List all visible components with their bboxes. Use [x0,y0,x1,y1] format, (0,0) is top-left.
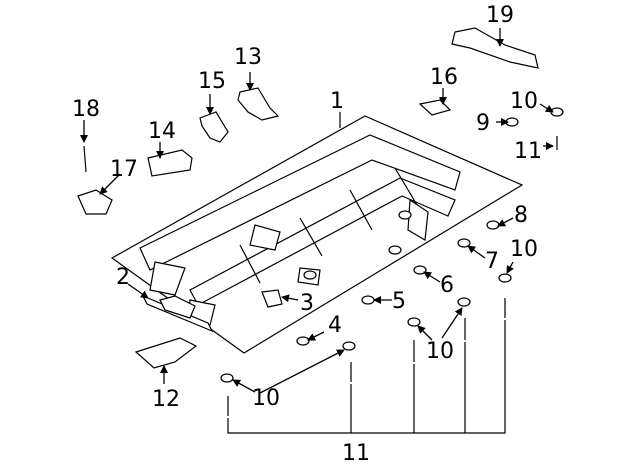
callout-12: 12 [152,387,180,412]
callout-13: 13 [234,45,262,70]
upper-crossmember-part [451,27,539,69]
pad-part [418,99,452,116]
frame-rails [139,134,461,326]
callout-10-b: 10 [510,237,538,262]
callout-15: 15 [198,69,226,94]
callout-14: 14 [148,119,176,144]
callout-11-bracket [227,320,506,434]
skid-plate-part [134,337,198,369]
callout-10-a: 10 [510,89,538,114]
callout-7: 7 [485,249,499,274]
shield-bracket-part [147,149,193,177]
callout-17: 17 [110,157,138,182]
callout-11-a: 11 [514,139,542,164]
callout-10-c: 10 [426,339,454,364]
callout-6: 6 [440,273,454,298]
callout-19: 19 [486,3,514,28]
bolts [227,136,558,416]
callout-8: 8 [514,203,528,228]
callout-2: 2 [116,265,130,290]
support-bracket-part [199,111,229,143]
bracket-part [261,289,283,308]
callout-5: 5 [392,289,406,314]
callout-16: 16 [430,65,458,90]
callout-10-d: 10 [252,386,280,411]
rod-part [83,145,87,173]
mount-bracket-part [237,87,280,121]
cross-member-part [141,294,214,333]
callout-4: 4 [328,313,342,338]
callout-18: 18 [72,97,100,122]
leader-lines [80,28,554,394]
callout-9: 9 [476,111,490,136]
callout-1: 1 [330,89,344,114]
mount-part [77,189,113,215]
callout-11-b: 11 [342,441,370,466]
callout-3: 3 [300,291,314,316]
